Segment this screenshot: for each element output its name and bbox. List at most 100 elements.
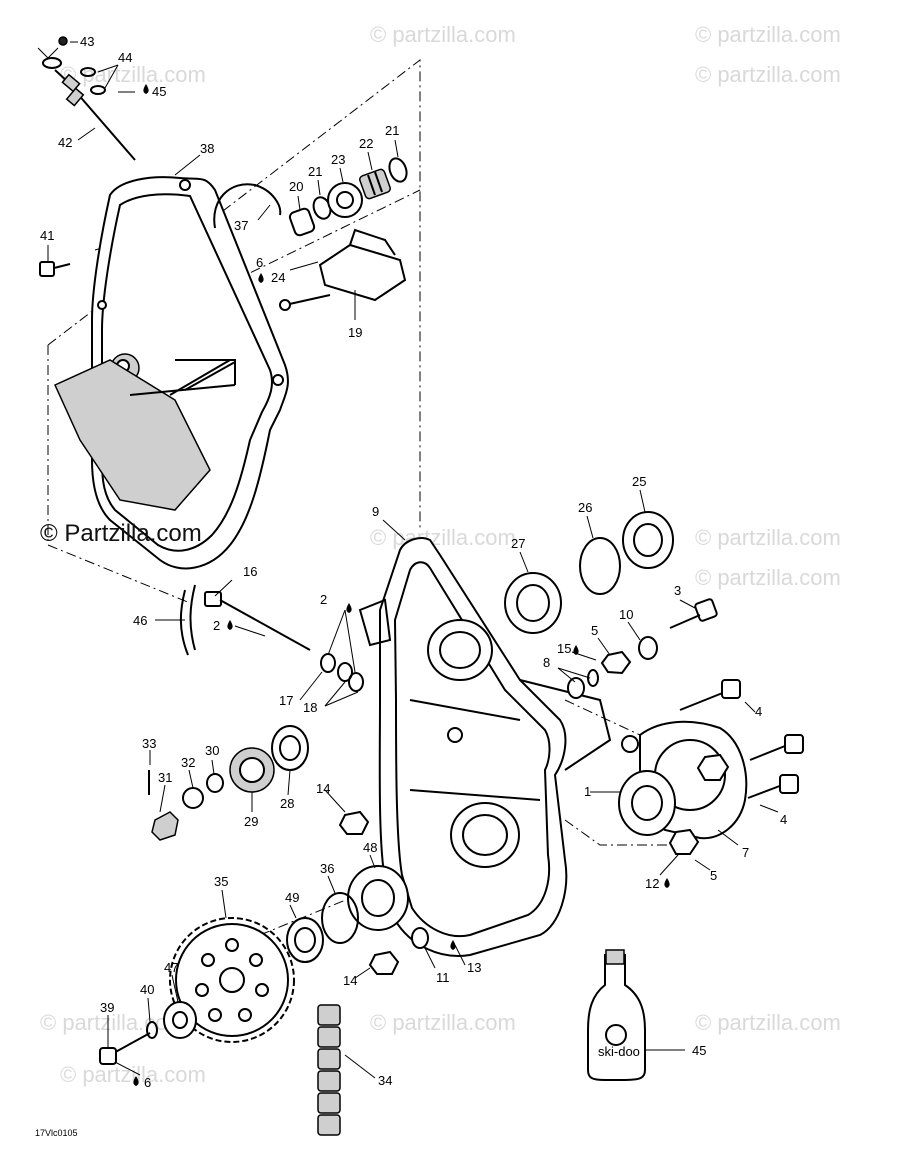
oil-drop-icon: [227, 620, 233, 630]
part-label: 39: [100, 1000, 114, 1015]
part-number-labels: 43 44 45 42 38 41 37 20 21 23 22 21 6 24…: [40, 34, 787, 1090]
assembly-center-lines: [47, 58, 690, 936]
part-label: 30: [205, 743, 219, 758]
oil-drop-icon: [664, 878, 670, 888]
oil-bottle-label: ski-doo: [598, 1044, 640, 1059]
part-label: 11: [436, 970, 450, 985]
part-label: 10: [619, 607, 633, 622]
oil-drop-icon: [143, 84, 149, 94]
part-label: 14: [343, 973, 357, 988]
part-label: 46: [133, 613, 147, 628]
part-label: 36: [320, 861, 334, 876]
part-label: 23: [331, 152, 345, 167]
watermark-text: © partzilla.com: [370, 1010, 516, 1035]
part-label: 40: [140, 982, 154, 997]
part-label: 2: [213, 618, 220, 633]
bolt-41: [39, 261, 71, 277]
part-label: 47: [164, 960, 178, 975]
part-label: 31: [158, 770, 172, 785]
part-label: 34: [378, 1073, 392, 1088]
oil-drop-icon: [450, 940, 456, 950]
lower-bearing-group: [286, 865, 409, 963]
upper-sprocket-group: [148, 725, 309, 841]
watermark-text: © partzilla.com: [695, 22, 841, 47]
part-label: 12: [645, 876, 659, 891]
part-label: 28: [280, 796, 294, 811]
part-label: 2: [320, 592, 327, 607]
nut-14-lower: [368, 950, 400, 975]
part-label: 16: [243, 564, 257, 579]
part-label: 14: [316, 781, 330, 796]
part-label: 29: [244, 814, 258, 829]
bolts-4: [679, 679, 804, 799]
oil-drop-icon: [346, 603, 352, 613]
dipstick: [42, 36, 136, 161]
bearing-group-upper: [288, 157, 408, 237]
part-label: 18: [303, 700, 317, 715]
fasteners-right: [567, 598, 718, 699]
part-label: 48: [363, 840, 377, 855]
part-label: 6: [144, 1075, 151, 1090]
part-label: 41: [40, 228, 54, 243]
bearing-cover: [618, 720, 748, 855]
part-label: 37: [234, 218, 248, 233]
oil-drop-icon: [133, 1076, 139, 1086]
part-label: 5: [710, 868, 717, 883]
part-label: 45: [692, 1043, 706, 1058]
oil-bottle: ski-doo: [587, 949, 646, 1081]
tensioner-bracket: [279, 228, 407, 311]
part-label: 20: [289, 179, 303, 194]
copyright-text: © Partzilla.com: [40, 520, 202, 547]
seal-37: [213, 183, 282, 229]
nut-14: [338, 810, 370, 835]
part-label: 33: [142, 736, 156, 751]
part-label: 3: [674, 583, 681, 598]
watermark-text: © partzilla.com: [695, 525, 841, 550]
part-label: 49: [285, 890, 299, 905]
washer-11: [411, 927, 429, 949]
part-label: 17: [279, 693, 293, 708]
part-label: 26: [578, 500, 592, 515]
watermark-text: © partzilla.com: [60, 1062, 206, 1087]
part-label: 13: [467, 960, 481, 975]
part-label: 21: [385, 123, 399, 138]
oil-drop-icon: [258, 273, 264, 283]
oil-drop-icon: [573, 645, 579, 655]
watermark-text: © partzilla.com: [695, 565, 841, 590]
part-label: 42: [58, 135, 72, 150]
oil-drop-icons: [133, 84, 670, 1086]
part-label: 19: [348, 325, 362, 340]
part-label: 7: [742, 845, 749, 860]
part-label: 9: [372, 504, 379, 519]
retainer-and-bolt: [179, 584, 364, 692]
part-label: 24: [271, 270, 285, 285]
part-label: 22: [359, 136, 373, 151]
part-label: 8: [543, 655, 550, 670]
part-label: 44: [118, 50, 132, 65]
part-label: 1: [584, 784, 591, 799]
part-label: 45: [152, 84, 166, 99]
watermarks: © partzilla.com © partzilla.com © partzi…: [40, 22, 841, 1087]
large-sprocket: [169, 917, 295, 1043]
watermark-text: © partzilla.com: [695, 62, 841, 87]
part-label: 27: [511, 536, 525, 551]
part-label: 4: [780, 812, 787, 827]
reference-code: 17Vlc0105: [35, 1128, 78, 1138]
watermark-text: © partzilla.com: [370, 525, 516, 550]
watermark-text: © partzilla.com: [370, 22, 516, 47]
watermark-text: © partzilla.com: [40, 1010, 186, 1035]
part-label: 43: [80, 34, 94, 49]
chaincase-housing: [358, 537, 639, 957]
part-label: 21: [308, 164, 322, 179]
part-label: 15: [557, 641, 571, 656]
part-label: 35: [214, 874, 228, 889]
part-label: 38: [200, 141, 214, 156]
part-label: 32: [181, 755, 195, 770]
chaincase-cover: [54, 176, 289, 570]
part-label: 6: [256, 255, 263, 270]
part-label: 5: [591, 623, 598, 638]
bearing-group-right: [504, 511, 674, 634]
lower-fasteners: [99, 1001, 197, 1065]
part-label: 4: [755, 704, 762, 719]
